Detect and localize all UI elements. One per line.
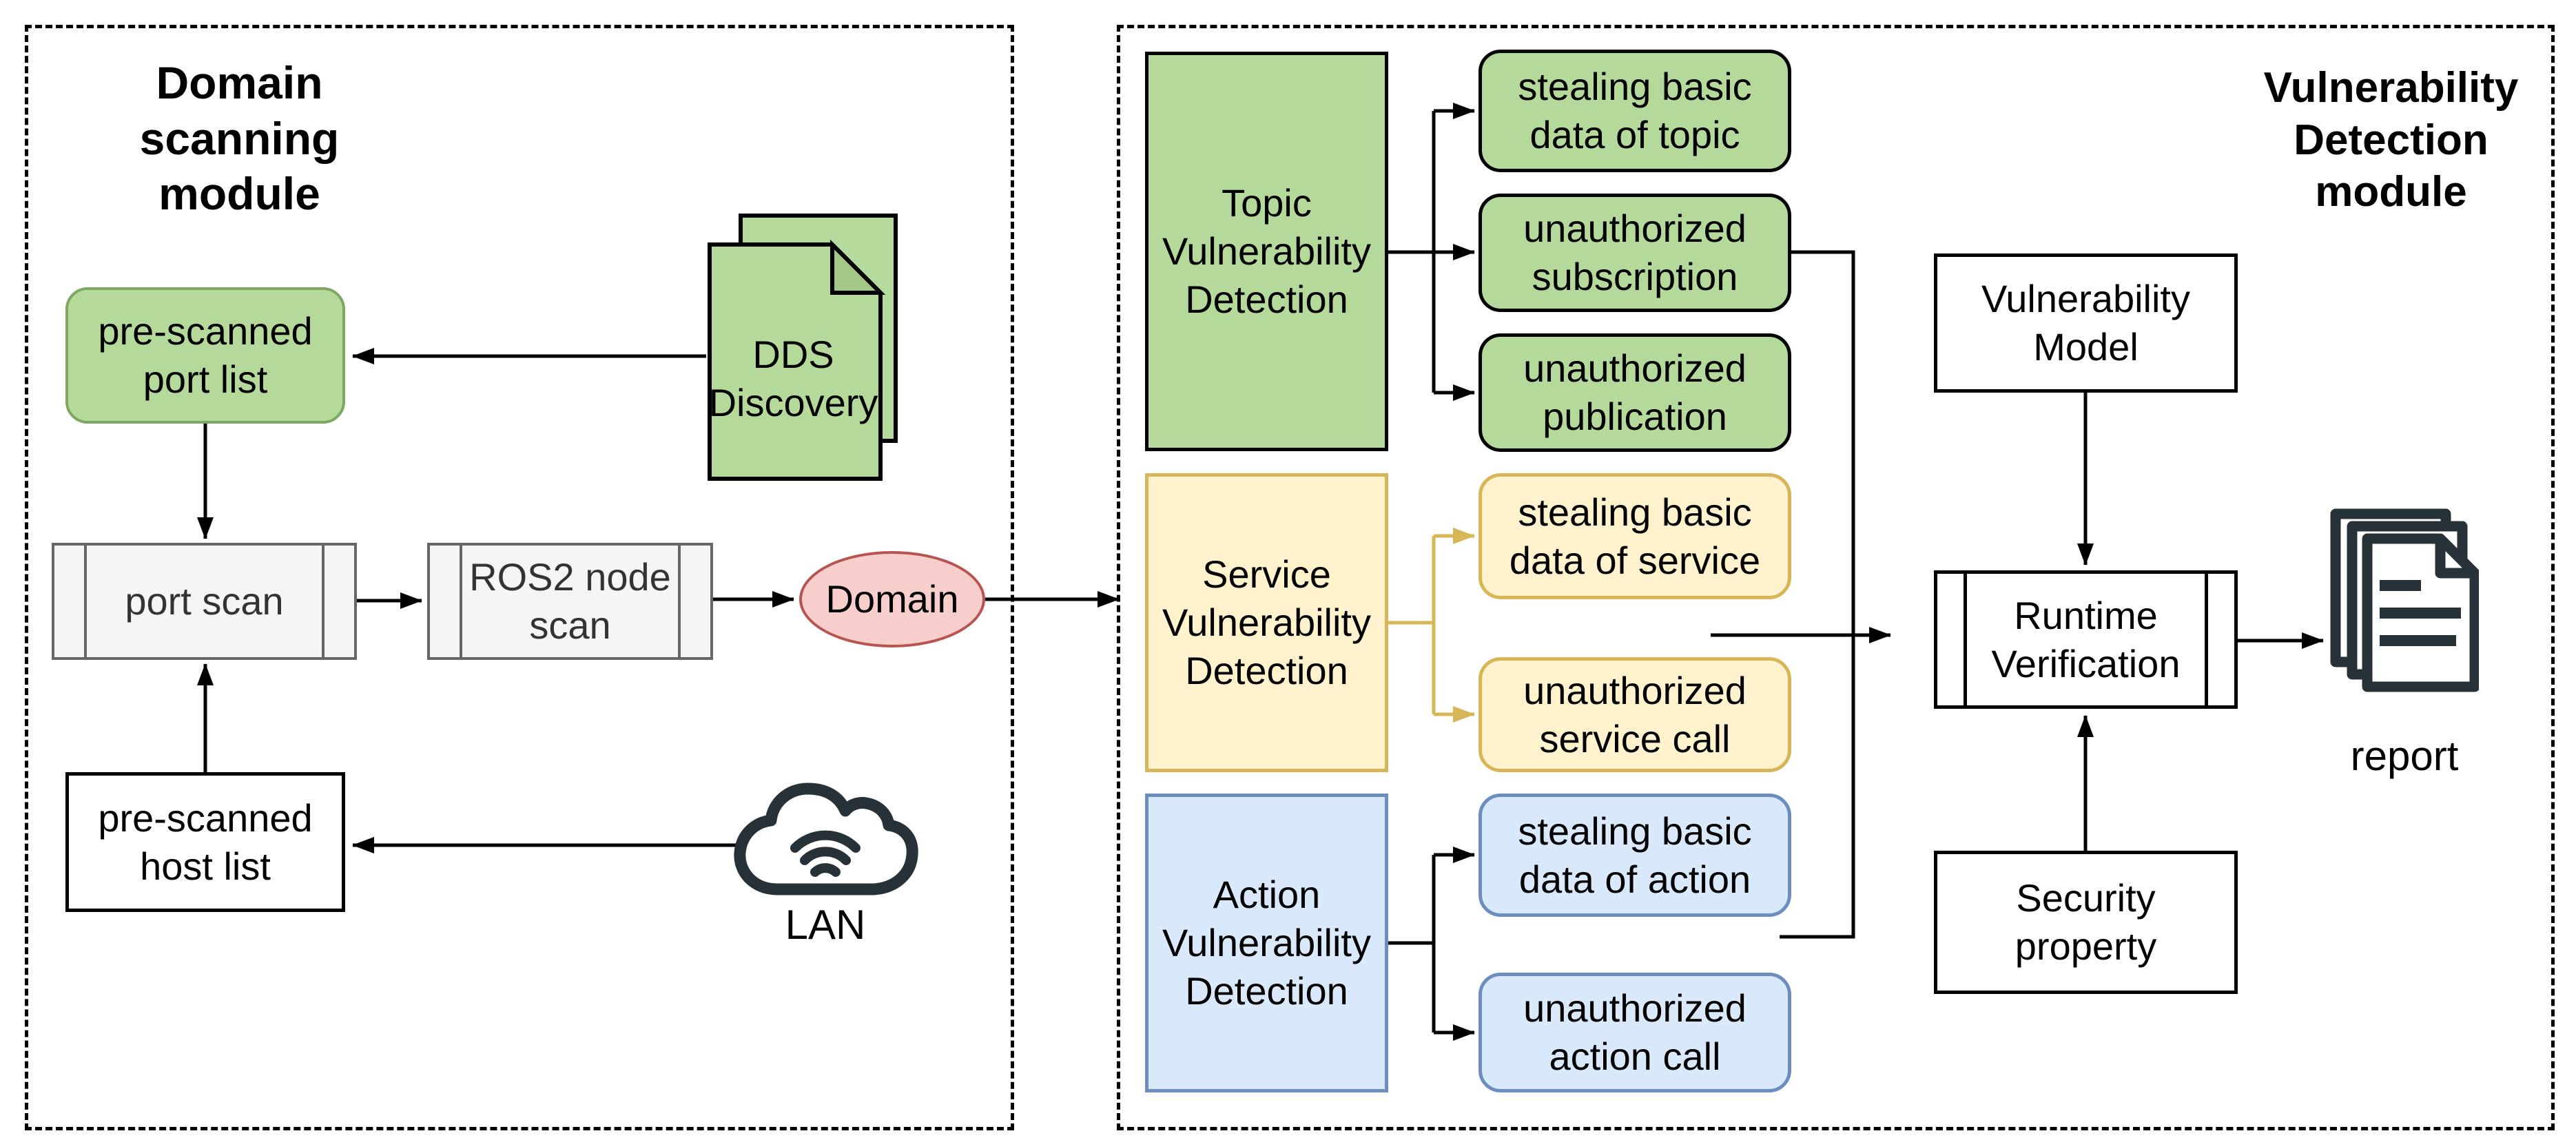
dds-discovery-label: DDS Discovery: [708, 333, 878, 424]
service-vulnerability-detection-node: Service Vulnerability Detection: [1145, 473, 1388, 772]
runtime-verification-node: Runtime Verification: [1934, 570, 2238, 709]
report-label: report: [2350, 733, 2459, 779]
action-vulnerability-detection-node: Action Vulnerability Detection: [1145, 794, 1388, 1092]
unauthorized-publication-node: unauthorized publication: [1478, 333, 1791, 452]
report-documents-icon: [2330, 508, 2480, 692]
dds-documents-icon: DDS Discovery: [706, 214, 920, 482]
stealing-basic-data-of-service-node: stealing basic data of service: [1478, 473, 1791, 599]
pre-scanned-port-list-node: pre-scanned port list: [65, 287, 345, 424]
right-module-title: Vulnerability Detection module: [2263, 64, 2519, 216]
ros2-node-scan-node: ROS2 node scan: [427, 543, 713, 660]
unauthorized-subscription-node: unauthorized subscription: [1478, 194, 1791, 312]
left-module-title: Domain scanning module: [139, 57, 340, 220]
domain-node: Domain: [799, 551, 985, 647]
port-scan-node: port scan: [52, 543, 357, 660]
vulnerability-model-node: Vulnerability Model: [1934, 253, 2238, 393]
pre-scanned-host-list-node: pre-scanned host list: [65, 772, 345, 912]
unauthorized-service-call-node: unauthorized service call: [1478, 657, 1791, 772]
vulnerability-detection-module-frame: [1117, 25, 2555, 1130]
lan-label: LAN: [785, 902, 866, 948]
unauthorized-action-call-node: unauthorized action call: [1478, 973, 1791, 1092]
topic-vulnerability-detection-node: Topic Vulnerability Detection: [1145, 52, 1388, 451]
stealing-basic-data-of-topic-node: stealing basic data of topic: [1478, 50, 1791, 172]
security-property-node: Security property: [1934, 851, 2238, 994]
domain-scanning-module-frame: [25, 25, 1014, 1130]
stealing-basic-data-of-action-node: stealing basic data of action: [1478, 794, 1791, 917]
lan-cloud-icon: [732, 777, 919, 898]
